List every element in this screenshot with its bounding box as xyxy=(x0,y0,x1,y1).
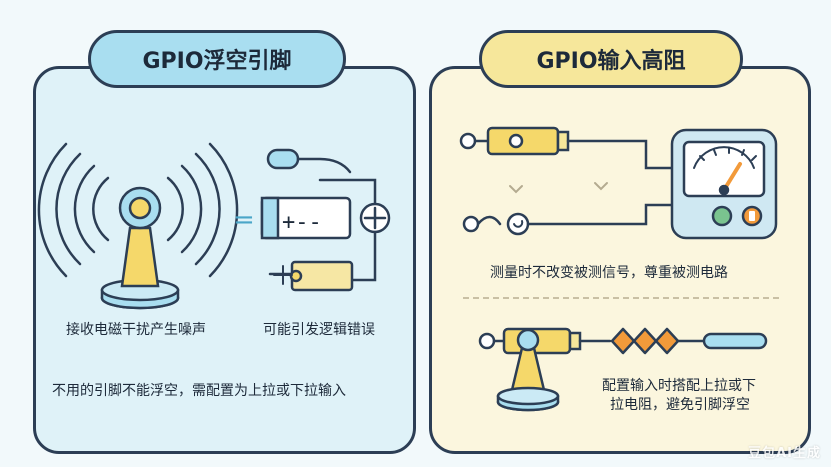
left-panel xyxy=(33,66,416,454)
section-divider xyxy=(463,297,779,299)
resistor-icon xyxy=(610,327,768,355)
noise-caption: 接收电磁干扰产生噪声 xyxy=(66,322,206,338)
watermark: 豆包AI生成 xyxy=(748,446,821,461)
measure-caption: 测量时不改变被测信号，尊重被测电路 xyxy=(490,265,728,281)
battery-label: +-- xyxy=(282,210,322,235)
antenna-probe-icon xyxy=(478,327,612,412)
circuit-diagram-icon xyxy=(260,148,391,292)
multimeter-icon xyxy=(670,128,778,240)
probe-icon xyxy=(459,126,678,236)
config-caption-line2: 拉电阻，避免引脚浮空 xyxy=(610,397,750,413)
config-caption-line1: 配置输入时搭配上拉或下 xyxy=(602,378,756,394)
high-impedance-title: GPIO输入高阻 xyxy=(479,30,743,88)
equals-sign: = xyxy=(233,205,255,235)
floating-pin-note: 不用的引脚不能浮空，需配置为上拉或下拉输入 xyxy=(52,383,346,399)
logic-error-caption: 可能引发逻辑错误 xyxy=(263,322,375,338)
floating-pin-title: GPIO浮空引脚 xyxy=(88,30,346,88)
antenna-icon xyxy=(37,142,239,310)
